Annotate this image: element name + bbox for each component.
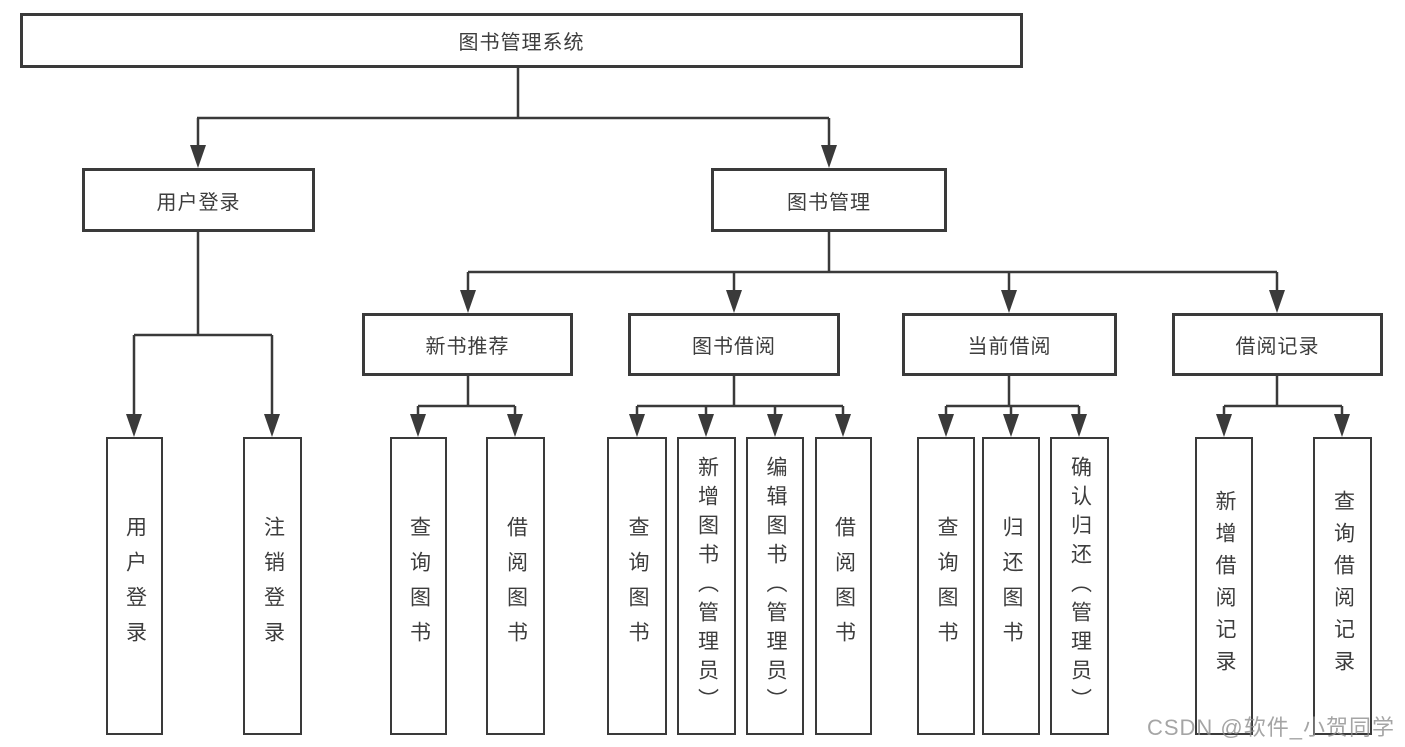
node-book-borrow: 图书借阅: [628, 313, 840, 376]
leaf-current-return-books: 归还图书: [982, 437, 1040, 735]
leaf-borrow-add-books-admin: 新增图书（管理员）: [677, 437, 736, 735]
watermark: CSDN @软件_小贺同学: [1146, 715, 1395, 740]
node-user-login: 用户登录: [82, 168, 315, 232]
leaf-records-add-record: 新增借阅记录: [1195, 437, 1253, 735]
leaf-current-confirm-return-admin: 确认归还（管理员）: [1050, 437, 1109, 735]
leaf-records-query-record: 查询借阅记录: [1313, 437, 1372, 735]
node-root: 图书管理系统: [20, 13, 1023, 68]
node-borrow-records: 借阅记录: [1172, 313, 1383, 376]
leaf-borrow-edit-books-admin: 编辑图书（管理员）: [746, 437, 804, 735]
node-new-book-recommend: 新书推荐: [362, 313, 573, 376]
leaf-newbook-borrow-books: 借阅图书: [486, 437, 545, 735]
leaf-borrow-borrow-books: 借阅图书: [815, 437, 872, 735]
leaf-borrow-query-books: 查询图书: [607, 437, 667, 735]
leaf-current-query-books: 查询图书: [917, 437, 975, 735]
leaf-user-login: 用户登录: [106, 437, 163, 735]
node-current-borrow: 当前借阅: [902, 313, 1117, 376]
leaf-newbook-query-books: 查询图书: [390, 437, 447, 735]
leaf-logout: 注销登录: [243, 437, 302, 735]
node-book-management: 图书管理: [711, 168, 947, 232]
